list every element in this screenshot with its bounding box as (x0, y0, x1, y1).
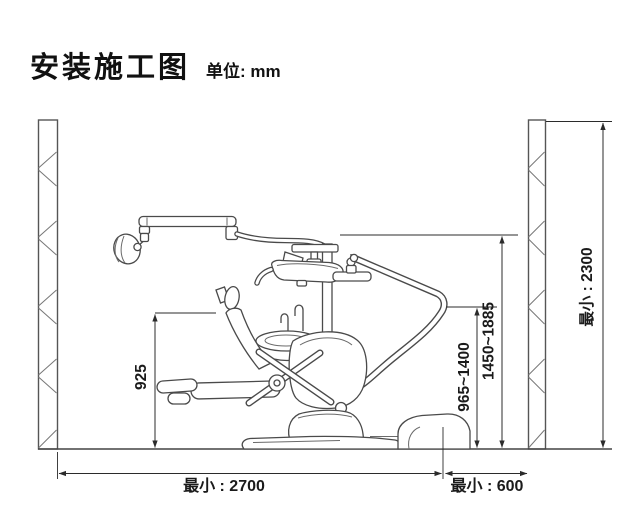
dimension-arm-height: 965~1400 (446, 306, 497, 448)
dimension-floor-width: 最小 : 2700 (57, 427, 444, 495)
faucet-small (280, 313, 289, 333)
dimension-backrest-height: 925 (133, 312, 216, 448)
base-plate (241, 435, 401, 450)
dimension-side-clearance: 最小 : 600 (445, 470, 528, 495)
patient-chair (156, 285, 401, 450)
water-bottle (345, 264, 357, 274)
dim-label-2700: 最小 : 2700 (183, 477, 265, 495)
page-title: 安装施工图 (30, 52, 191, 84)
support-arm (234, 231, 327, 249)
lift-base (288, 409, 365, 444)
dim-label-925: 925 (133, 364, 150, 390)
dim-label-2300: 最小 : 2300 (578, 247, 596, 326)
lamp-head (113, 233, 142, 265)
left-wall (37, 119, 59, 450)
right-wall (527, 119, 547, 450)
dim-label-600: 最小 : 600 (451, 477, 524, 495)
tray-bracket (291, 243, 339, 253)
light-arm-bar (138, 215, 237, 228)
armrest-cup (167, 392, 191, 405)
delivery-unit (254, 243, 372, 287)
lift-linkage (245, 348, 335, 407)
arm-joint (349, 253, 359, 263)
light-arm-assembly (113, 215, 239, 265)
dimension-tray-height: 1450~1885 (340, 234, 518, 448)
dim-label-965-1400: 965~1400 (456, 342, 473, 411)
armrest-pad (156, 378, 198, 394)
unit-label: 单位: mm (206, 62, 281, 81)
dimension-wall-height: 最小 : 2300 (546, 121, 612, 448)
dim-label-1450-1885: 1450~1885 (481, 302, 498, 380)
floor-junction-box (370, 413, 471, 450)
faucet-tall (294, 304, 304, 331)
